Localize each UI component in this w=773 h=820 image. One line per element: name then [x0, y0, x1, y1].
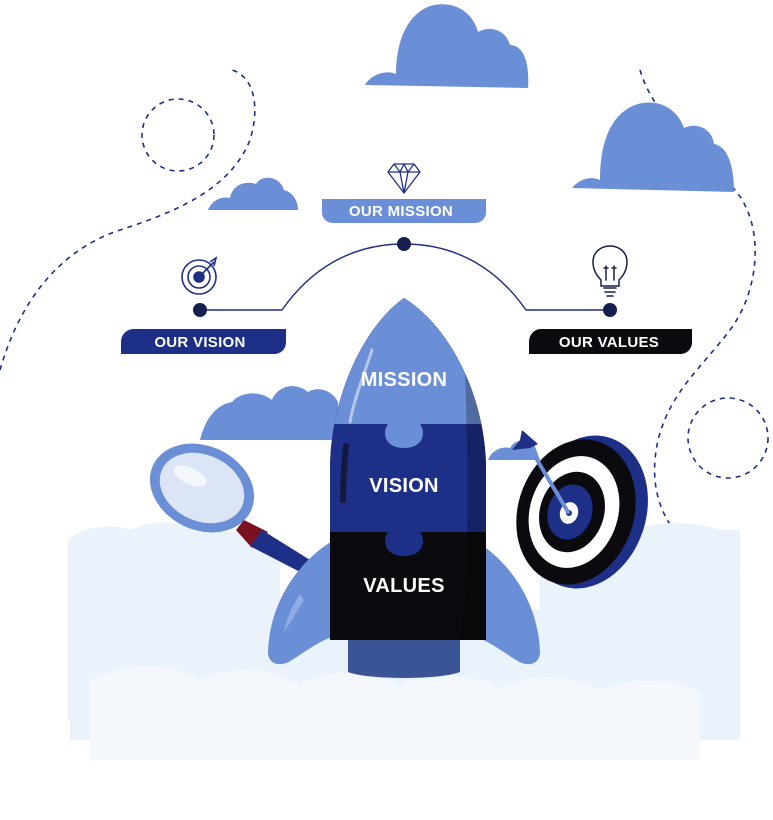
target-icon [181, 256, 218, 295]
label-our-mission-text: OUR MISSION [349, 203, 453, 220]
label-our-vision: OUR VISION [121, 329, 286, 354]
rocket-label-mission: MISSION [361, 369, 448, 391]
rocket-label-values: VALUES [363, 575, 444, 597]
label-our-values-text: OUR VALUES [559, 334, 659, 351]
label-our-mission: OUR MISSION [322, 199, 486, 223]
cloud-top-right [572, 102, 734, 192]
target-board [512, 430, 648, 589]
cloud-top [365, 4, 529, 89]
node-values [603, 303, 617, 317]
lightbulb-icon [592, 245, 628, 297]
rocket-label-vision: VISION [369, 475, 439, 497]
node-mission [397, 237, 411, 251]
diamond-icon [387, 163, 421, 194]
dashed-path-right [639, 69, 769, 571]
node-vision [193, 303, 207, 317]
ground-clouds-front [90, 665, 700, 760]
rocket-nozzle [348, 640, 460, 678]
magnifying-glass [149, 443, 315, 575]
label-our-vision-text: OUR VISION [154, 334, 245, 351]
cloud-small-left [208, 177, 298, 210]
cloud-mid-left [200, 386, 338, 440]
rocket-fin-highlights [284, 594, 304, 632]
label-our-values: OUR VALUES [529, 329, 692, 354]
dashed-path-left [0, 69, 256, 371]
